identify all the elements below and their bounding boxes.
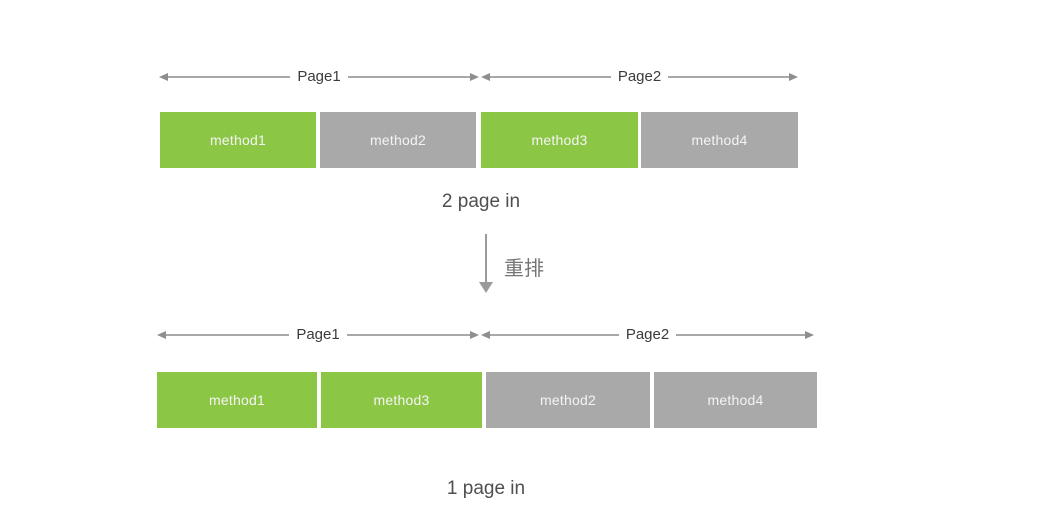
before-page1-span-arrow: Page1 bbox=[159, 69, 479, 85]
arrow-left-head-icon bbox=[157, 331, 166, 339]
after-page1-span-arrow: Page1 bbox=[157, 327, 479, 343]
reorder-label: 重排 bbox=[504, 258, 544, 280]
page-label: Page1 bbox=[297, 68, 341, 85]
page-label: Page2 bbox=[625, 326, 670, 343]
arrow-left-head-icon bbox=[159, 73, 168, 81]
arrow-line bbox=[166, 334, 290, 336]
method-block: method1 bbox=[160, 112, 316, 168]
arrow-line bbox=[676, 334, 805, 336]
arrow-left-head-icon bbox=[481, 73, 490, 81]
page-label: Page1 bbox=[296, 326, 340, 343]
method-block: method1 bbox=[157, 372, 317, 428]
arrow-right-head-icon bbox=[789, 73, 798, 81]
arrow-line bbox=[668, 76, 789, 78]
arrow-line bbox=[346, 334, 470, 336]
method-block: method4 bbox=[641, 112, 798, 168]
arrow-right-head-icon bbox=[470, 331, 479, 339]
after-caption: 1 page in bbox=[446, 478, 526, 499]
after-page2-span-arrow: Page2 bbox=[481, 327, 814, 343]
before-blocks-row: method1 method2 method3 method4 bbox=[0, 112, 1064, 168]
reorder-arrow-line bbox=[485, 234, 487, 282]
method-block: method4 bbox=[654, 372, 817, 428]
arrow-right-head-icon bbox=[470, 73, 479, 81]
arrow-down-icon bbox=[479, 282, 493, 293]
arrow-line bbox=[490, 334, 619, 336]
arrow-line bbox=[490, 76, 611, 78]
after-blocks-row: method1 method3 method2 method4 bbox=[0, 372, 1064, 428]
method-block: method3 bbox=[481, 112, 638, 168]
page-label: Page2 bbox=[617, 68, 662, 85]
arrow-line bbox=[347, 76, 470, 78]
method-block: method2 bbox=[320, 112, 476, 168]
method-block: method3 bbox=[321, 372, 482, 428]
before-caption: 2 page in bbox=[441, 191, 521, 212]
arrow-right-head-icon bbox=[805, 331, 814, 339]
arrow-line bbox=[168, 76, 291, 78]
before-page2-span-arrow: Page2 bbox=[481, 69, 798, 85]
method-block: method2 bbox=[486, 372, 650, 428]
arrow-left-head-icon bbox=[481, 331, 490, 339]
